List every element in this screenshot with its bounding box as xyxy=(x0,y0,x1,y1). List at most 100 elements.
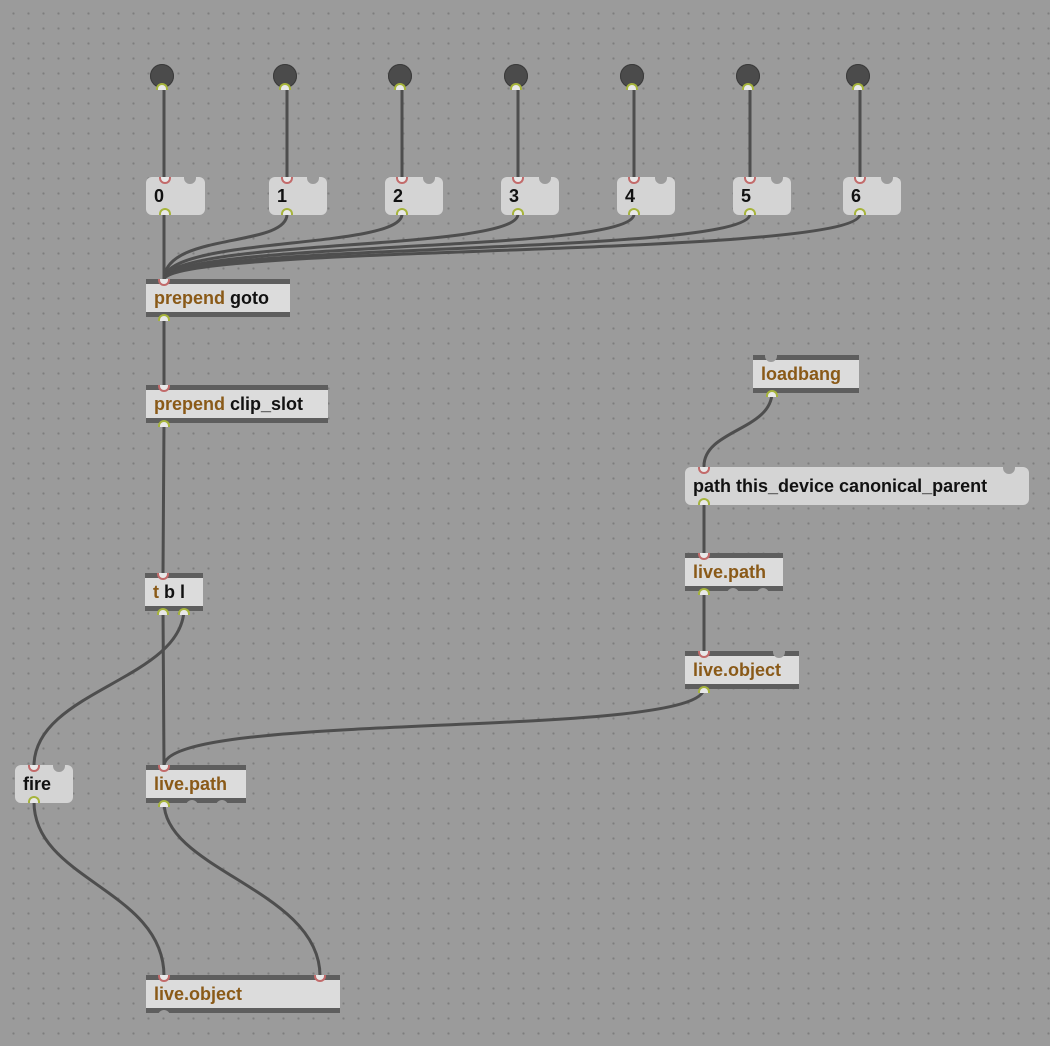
outlet[interactable] xyxy=(281,208,293,215)
inlet[interactable] xyxy=(158,385,170,392)
cord-liveobject-livepath-left xyxy=(162,686,706,768)
inlet-notch xyxy=(423,177,435,184)
message-text: 1 xyxy=(277,186,288,206)
object-trigger[interactable]: t b l xyxy=(145,573,203,615)
inlet-notch xyxy=(307,177,319,184)
inlet[interactable] xyxy=(744,177,756,184)
message-box-6[interactable]: 6 xyxy=(843,177,901,215)
message-text: 4 xyxy=(625,186,636,206)
bang-button-1[interactable] xyxy=(273,64,297,90)
object-class: loadbang xyxy=(761,364,841,384)
object-argument: clip_slot xyxy=(230,394,304,414)
inlet[interactable] xyxy=(157,573,169,580)
inlet[interactable] xyxy=(628,177,640,184)
outlet[interactable] xyxy=(744,208,756,215)
inlet[interactable] xyxy=(158,279,170,286)
object-class: live.path xyxy=(693,562,767,582)
outlet[interactable] xyxy=(854,208,866,215)
outlet-notch xyxy=(158,1010,170,1017)
inlet[interactable] xyxy=(281,177,293,184)
object-loadbang[interactable]: loadbang xyxy=(753,355,859,397)
outlet[interactable] xyxy=(698,686,710,693)
inlet[interactable] xyxy=(159,177,171,184)
outlet-notch xyxy=(727,588,739,595)
bang-button-4[interactable] xyxy=(620,64,644,90)
inlet-notch xyxy=(881,177,893,184)
object-class: live.object xyxy=(693,660,782,680)
object-argument: goto xyxy=(230,288,270,308)
inlet-path[interactable] xyxy=(314,975,326,982)
outlet[interactable] xyxy=(158,420,170,427)
object-live-path-right[interactable]: live.path xyxy=(685,553,783,595)
message-box-1[interactable]: 1 xyxy=(269,177,327,215)
message-box-3[interactable]: 3 xyxy=(501,177,559,215)
inlet-notch xyxy=(539,177,551,184)
cord-loadbang-path xyxy=(702,390,774,468)
message-box-0[interactable]: 0 xyxy=(146,177,205,215)
object-prepend-clip-slot[interactable]: prepend clip_slot xyxy=(146,385,328,427)
outlet[interactable] xyxy=(156,83,168,90)
bang-button-2[interactable] xyxy=(388,64,412,90)
outlet[interactable] xyxy=(158,314,170,321)
outlet[interactable] xyxy=(698,498,710,505)
inlet-notch xyxy=(655,177,667,184)
cord-fire-liveobject xyxy=(32,800,166,978)
inlet[interactable] xyxy=(158,975,170,982)
inlet[interactable] xyxy=(698,651,710,658)
message-box-2[interactable]: 2 xyxy=(385,177,443,215)
inlet-notch xyxy=(771,177,783,184)
message-box-fire[interactable]: fire xyxy=(15,765,73,803)
inlet-notch xyxy=(773,651,785,658)
outlet[interactable] xyxy=(852,83,864,90)
message-text: 6 xyxy=(851,186,862,206)
outlet[interactable] xyxy=(742,83,754,90)
bang-button-6[interactable] xyxy=(846,64,870,90)
outlet[interactable] xyxy=(510,83,522,90)
inlet[interactable] xyxy=(158,765,170,772)
inlet[interactable] xyxy=(698,553,710,560)
outlet-notch xyxy=(757,588,769,595)
outlet[interactable] xyxy=(396,208,408,215)
outlet[interactable] xyxy=(394,83,406,90)
inlet[interactable] xyxy=(698,467,710,474)
object-live-path-left[interactable]: live.path xyxy=(146,765,246,807)
outlet[interactable] xyxy=(626,83,638,90)
outlet[interactable] xyxy=(628,208,640,215)
outlet[interactable] xyxy=(698,588,710,595)
outlet[interactable] xyxy=(512,208,524,215)
outlet-bang[interactable] xyxy=(157,608,169,615)
message-box-path[interactable]: path this_device canonical_parent xyxy=(685,467,1029,505)
message-box-5[interactable]: 5 xyxy=(733,177,791,215)
inlet[interactable] xyxy=(396,177,408,184)
object-argument: b l xyxy=(164,582,186,602)
bang-button-5[interactable] xyxy=(736,64,760,90)
inlet[interactable] xyxy=(854,177,866,184)
object-class: prepend xyxy=(154,288,226,308)
cord-clipslot-trigger xyxy=(161,420,166,576)
cord-num-1 xyxy=(162,212,289,282)
outlet-notch xyxy=(186,800,198,807)
outlet-list[interactable] xyxy=(178,608,190,615)
bang-button-0[interactable] xyxy=(150,64,174,90)
message-text: 5 xyxy=(741,186,752,206)
message-box-4[interactable]: 4 xyxy=(617,177,675,215)
object-class: live.object xyxy=(154,984,243,1004)
message-text: 3 xyxy=(509,186,520,206)
inlet[interactable] xyxy=(28,765,40,772)
outlet-notch xyxy=(216,800,228,807)
outlet[interactable] xyxy=(159,208,171,215)
bang-button-3[interactable] xyxy=(504,64,528,90)
outlet[interactable] xyxy=(28,796,40,803)
message-text: fire xyxy=(23,774,52,794)
outlet[interactable] xyxy=(158,800,170,807)
object-live-object-right[interactable]: live.object xyxy=(685,651,799,693)
outlet[interactable] xyxy=(279,83,291,90)
object-live-object-bottom[interactable]: live.object xyxy=(146,975,340,1017)
cord-num-4 xyxy=(162,212,636,282)
object-prepend-goto[interactable]: prepend goto xyxy=(146,279,290,321)
inlet-notch xyxy=(184,177,196,184)
inlet-notch xyxy=(53,765,65,772)
outlet[interactable] xyxy=(766,390,778,397)
inlet[interactable] xyxy=(512,177,524,184)
